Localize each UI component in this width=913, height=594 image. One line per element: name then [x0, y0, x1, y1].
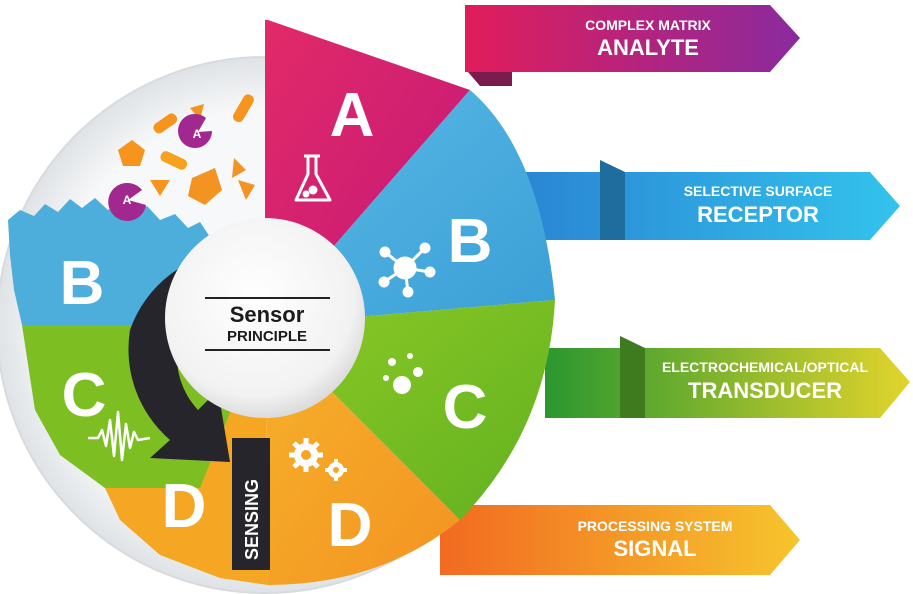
analyte-shapes: A A — [108, 94, 255, 221]
left-b-letter: B — [60, 249, 105, 318]
bubbles-icon — [383, 353, 423, 394]
sensing-arrow — [128, 250, 245, 462]
segment-c-letter: C — [443, 373, 488, 442]
left-band-d — [105, 325, 268, 585]
gears-icon — [289, 438, 347, 481]
banner-analyte-top: COMPLEX MATRIX — [585, 17, 711, 33]
banner-receptor-main: RECEPTOR — [697, 202, 819, 227]
banner-signal-main: SIGNAL — [613, 536, 696, 561]
banner-analyte: COMPLEX MATRIX ANALYTE — [465, 5, 800, 86]
center-subtitle: PRINCIPLE — [227, 328, 307, 345]
flask-icon — [294, 154, 332, 202]
banner-transducer-main: TRANSDUCER — [688, 378, 842, 403]
segment-d-letter: D — [328, 491, 373, 560]
banner-transducer-top: ELECTROCHEMICAL/OPTICAL — [662, 359, 869, 375]
segment-a-letter: A — [330, 81, 375, 150]
center-circle — [165, 218, 365, 418]
left-c-letter: C — [62, 361, 107, 430]
left-d-letter: D — [162, 472, 207, 541]
center-title: Sensor — [230, 302, 305, 327]
analyte-marker-1: A — [193, 127, 202, 141]
waveform-icon — [88, 410, 151, 462]
sensing-bar — [232, 438, 270, 570]
banner-receptor-top: SELECTIVE SURFACE — [684, 183, 833, 199]
molecule-icon — [378, 242, 436, 298]
banner-signal: PROCESSING SYSTEM SIGNAL — [440, 505, 800, 575]
sensing-label: SENSING — [242, 479, 262, 560]
segment-b-letter: B — [448, 207, 493, 276]
banner-signal-top: PROCESSING SYSTEM — [578, 518, 733, 534]
banner-analyte-main: ANALYTE — [597, 35, 699, 60]
banner-receptor: SELECTIVE SURFACE RECEPTOR — [525, 160, 900, 240]
analyte-marker-2: A — [123, 193, 132, 207]
banner-transducer: ELECTROCHEMICAL/OPTICAL TRANSDUCER — [545, 336, 910, 418]
